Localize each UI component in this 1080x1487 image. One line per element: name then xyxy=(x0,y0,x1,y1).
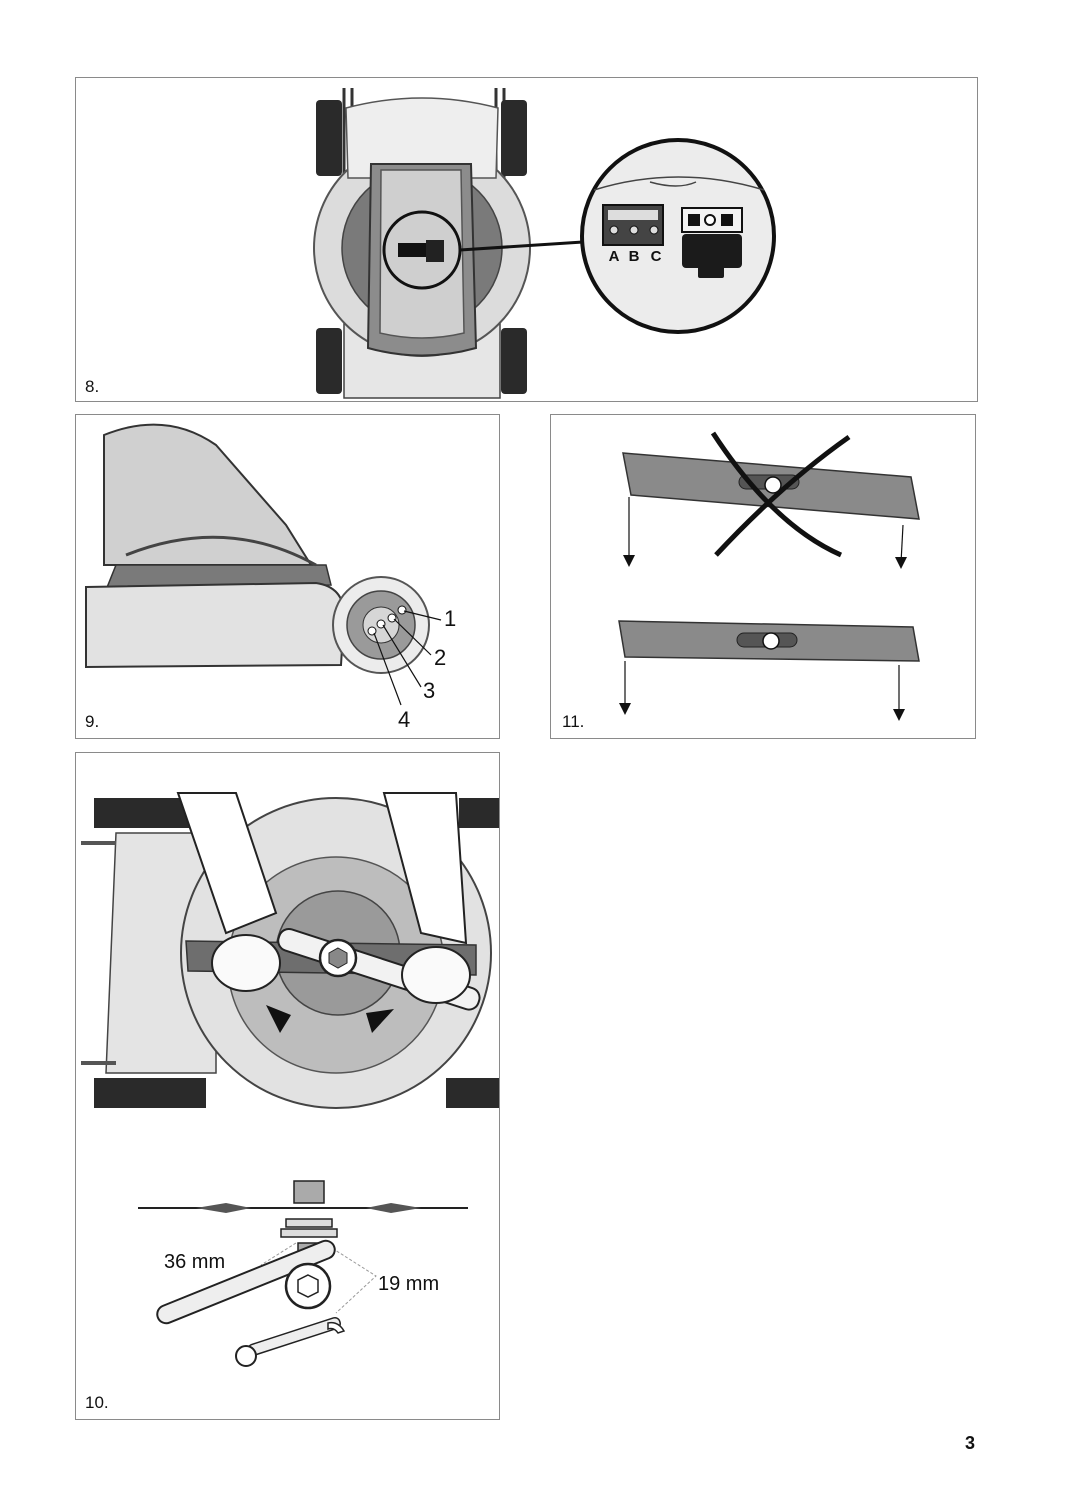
arrow-down-icon xyxy=(895,557,907,569)
arrow-down-icon xyxy=(619,703,631,715)
label-36mm: 36 mm xyxy=(164,1251,225,1273)
figure-10-number: 10. xyxy=(85,1393,109,1412)
glove-icon xyxy=(401,946,471,1004)
callout-1: 1 xyxy=(444,606,456,631)
left-arm xyxy=(176,792,278,935)
figure-9-number: 9. xyxy=(85,712,100,731)
plug-icon xyxy=(682,234,742,268)
wrench-36mm-icon xyxy=(156,1239,336,1325)
wheel-icon xyxy=(316,328,342,394)
figure-11-panel: 11. xyxy=(550,414,976,739)
mower-base xyxy=(85,581,346,669)
wheel-icon xyxy=(501,328,527,394)
callout-4: 4 xyxy=(398,707,410,732)
right-arm xyxy=(382,792,468,945)
figure-9-panel: 1 2 3 4 9. xyxy=(75,414,500,739)
arrow-icon xyxy=(266,1005,291,1033)
figure-11-number: 11. xyxy=(562,712,585,731)
figure-8-illustration: A B C xyxy=(313,88,776,399)
figure-8-number: 8. xyxy=(85,377,100,396)
label-19mm: 19 mm xyxy=(378,1273,439,1295)
figure-10-illustration: 36 mm 19 mm xyxy=(81,792,499,1367)
callout-2: 2 xyxy=(434,645,446,670)
figure-8-panel: A B C 8. xyxy=(75,77,978,402)
switch-label-a: A xyxy=(609,248,620,265)
arrow-down-icon xyxy=(623,555,635,567)
arrow-down-icon xyxy=(893,709,905,721)
glove-icon xyxy=(211,934,281,992)
switch-label-c: C xyxy=(651,248,662,265)
wheel-icon xyxy=(316,100,342,176)
figure-9-illustration: 1 2 3 4 xyxy=(85,423,456,732)
arrow-icon xyxy=(366,1009,394,1033)
figure-10-panel: 36 mm 19 mm 10. xyxy=(75,752,500,1420)
detail-magnifier xyxy=(580,138,776,334)
page-number: 3 xyxy=(964,1433,975,1453)
callout-3: 3 xyxy=(423,678,435,703)
cross-mark-icon xyxy=(710,431,843,558)
wheel-icon xyxy=(501,100,527,176)
wheel-icon xyxy=(94,1078,206,1108)
figure-11-illustration xyxy=(618,431,920,721)
switch-label-b: B xyxy=(629,248,640,265)
